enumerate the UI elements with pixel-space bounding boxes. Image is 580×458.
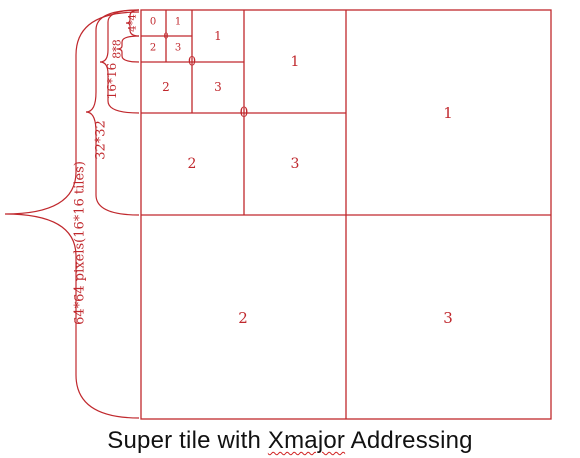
quadrant-label-4-1: 1 xyxy=(175,17,181,28)
brace-16x16 xyxy=(99,9,140,114)
quadrant-label-64-1: 1 xyxy=(443,104,453,122)
quadrant-label-4-0: 0 xyxy=(150,17,156,28)
brace-32x32 xyxy=(85,9,140,216)
quadrant-label-16-3: 3 xyxy=(214,80,222,94)
brace-4x4 xyxy=(125,9,140,37)
quadrant-label-16-0: 0 xyxy=(188,55,196,70)
quadrant-label-16-1: 1 xyxy=(214,29,222,43)
quadrant-label-4-3: 3 xyxy=(175,43,181,54)
dimension-label-32x32: 32*32 xyxy=(94,120,109,160)
caption-suffix: Addressing xyxy=(345,427,473,454)
quadrant-label-4-2: 2 xyxy=(150,43,156,54)
dimension-label-4x4: 4*4 xyxy=(128,14,139,32)
dimension-label-64x64: 64*64 pixels(16*16 tiles) xyxy=(73,161,88,325)
quadrant-label-32-3: 3 xyxy=(291,156,300,172)
brace-8x8 xyxy=(116,35,140,63)
quadrant-label-32-0: 0 xyxy=(240,105,249,121)
quadrant-label-64-3: 3 xyxy=(443,309,453,327)
dimension-label-8x8: 8*8 xyxy=(111,39,124,59)
caption-prefix: Super tile with xyxy=(107,427,268,454)
brace-64x64 xyxy=(4,11,140,419)
caption-highlight: Xmajor xyxy=(267,427,346,454)
quadrant-label-64-2: 2 xyxy=(238,309,248,327)
quadrant-label-32-2: 2 xyxy=(188,156,197,172)
quadrant-label-8-0: 0 xyxy=(163,32,168,41)
quadrant-label-16-2: 2 xyxy=(162,80,170,94)
dimension-label-16x16: 16*16 xyxy=(105,63,119,100)
quadrant-label-32-1: 1 xyxy=(291,54,300,70)
diagram-caption: Super tile with Xmajor Addressing xyxy=(0,424,580,458)
